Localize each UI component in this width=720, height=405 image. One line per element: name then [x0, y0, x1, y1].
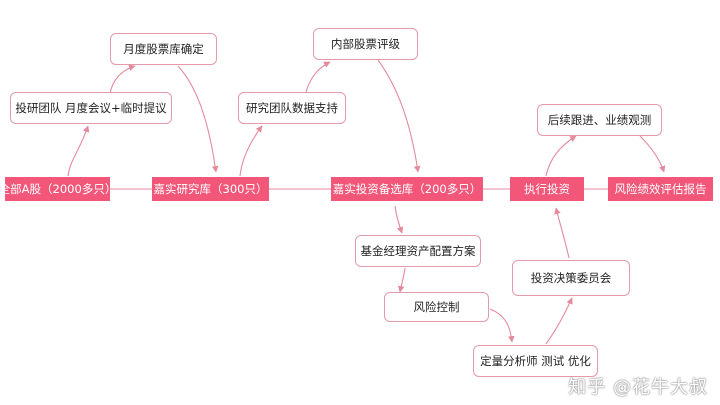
connector-risk-to-quant [489, 308, 515, 343]
connector-pool-to-allocation [394, 205, 404, 234]
connector-research-to-data [239, 125, 263, 177]
node-investment-committee: 投资决策委员会 [512, 260, 630, 296]
node-execute-investment: 执行投资 [510, 177, 584, 201]
connector-execute-to-followup [545, 135, 577, 177]
node-team-data-support: 研究团队数据支持 [238, 92, 346, 124]
connector-data-to-rating [305, 61, 331, 93]
connector-allocation-to-risk [397, 267, 406, 293]
node-monthly-confirm: 月度股票库确定 [110, 33, 217, 65]
node-all-a-shares: 全部A股（2000多只） [0, 177, 116, 201]
connector-meeting-to-confirm [109, 64, 136, 95]
connector-rating-to-pool [377, 59, 421, 173]
node-quant-analyst: 定量分析师 测试 优化 [473, 345, 598, 377]
node-team-meeting: 投研团队 月度会议+临时提议 [10, 92, 172, 124]
connector-followup-to-report [639, 135, 666, 173]
connector-confirm-to-research [177, 65, 219, 173]
connector-committee-to-execute [554, 207, 570, 259]
node-risk-report: 风险绩效评估报告 [608, 177, 713, 201]
watermark: 知乎 @花牛大叔 [568, 377, 708, 398]
node-investment-pool: 嘉实投资备选库（200多只） [331, 177, 483, 201]
node-internal-rating: 内部股票评级 [313, 28, 418, 60]
node-followup-observe: 后续跟进、业绩观测 [537, 104, 662, 136]
node-risk-control: 风险控制 [384, 292, 489, 322]
connector-quant-to-committee [545, 297, 573, 345]
node-fund-manager-allocation: 基金经理资产配置方案 [355, 235, 481, 267]
connector-all-to-meeting [67, 125, 90, 177]
node-research-pool: 嘉实研究库（300只） [152, 177, 269, 201]
